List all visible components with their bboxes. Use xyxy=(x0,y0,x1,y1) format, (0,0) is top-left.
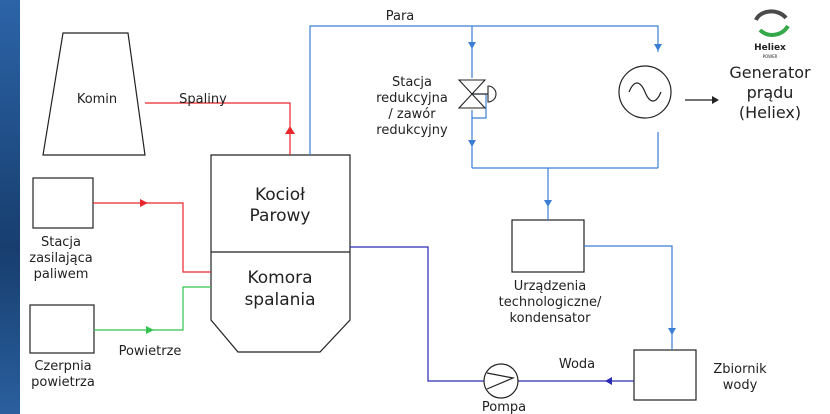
steam-arrow-generator-in xyxy=(654,44,662,51)
label-spaliny: Spaliny xyxy=(179,92,227,107)
process-devices-box xyxy=(511,219,585,273)
flue-gas-line xyxy=(145,102,291,155)
label-komora-2: spalania xyxy=(244,290,315,310)
boiler-shape xyxy=(210,154,351,353)
label-pompa: Pompa xyxy=(482,400,526,414)
label-powietrze: Powietrze xyxy=(119,344,182,359)
label-czerpnia-1: Czerpnia xyxy=(34,359,91,374)
fuel-arrow xyxy=(140,199,148,207)
background-side-strip xyxy=(0,0,20,414)
diagram-panel xyxy=(20,0,830,414)
air-intake-box xyxy=(29,304,95,354)
label-czerpnia-2: powietrza xyxy=(31,375,95,390)
reduction-valve-icon xyxy=(457,79,497,109)
label-stacja-red-1: Stacja xyxy=(392,75,432,90)
condensate-line xyxy=(584,245,673,350)
label-stacja-zas-3: paliwem xyxy=(34,267,89,282)
label-komin: Komin xyxy=(77,92,117,107)
air-arrow xyxy=(146,326,154,334)
condensate-arrow xyxy=(668,328,676,335)
fuel-station-box xyxy=(32,177,94,229)
label-urzadzenia-3: kondensator xyxy=(510,311,592,326)
heliex-logo-name: Heliex xyxy=(754,43,786,53)
label-para: Para xyxy=(386,9,415,24)
label-stacja-red-4: redukcyjny xyxy=(376,123,448,138)
label-urzadzenia-2: technologiczne/ xyxy=(499,295,602,310)
label-generator-1: Generator xyxy=(729,63,811,82)
label-generator-2: prądu xyxy=(747,83,794,102)
label-stacja-zas-1: Stacja xyxy=(41,235,81,250)
label-kociol-2: Parowy xyxy=(250,206,311,226)
water-tank-box xyxy=(633,349,697,401)
label-stacja-red-3: / zawór xyxy=(388,107,436,122)
air-line xyxy=(94,286,211,331)
water-arrow xyxy=(605,377,612,385)
label-generator-3: (Heliex) xyxy=(739,103,801,122)
steam-arrow-valve-in xyxy=(468,42,476,49)
label-woda: Woda xyxy=(559,357,595,372)
pump-icon xyxy=(483,363,519,399)
label-stacja-zas-2: zasilająca xyxy=(29,251,92,266)
label-kociol-1: Kocioł xyxy=(255,185,305,205)
steam-header-line xyxy=(309,25,659,155)
label-komora-1: Komora xyxy=(247,268,312,288)
heliex-logo: Heliex POWER xyxy=(754,9,790,59)
generator-icon xyxy=(618,65,672,119)
label-zbiornik-2: wody xyxy=(723,378,758,393)
heliex-logo-tagline: POWER xyxy=(763,54,778,59)
label-urzadzenia-1: Urządzenia xyxy=(514,279,587,294)
flue-gas-arrow xyxy=(285,126,295,134)
generator-output-arrow xyxy=(712,96,719,104)
chimney-shape xyxy=(42,32,146,156)
fuel-line xyxy=(93,202,211,273)
steam-arrow-valve-out xyxy=(468,140,476,147)
label-zbiornik-1: Zbiornik xyxy=(713,362,767,377)
water-line-pump-boiler xyxy=(350,246,484,382)
label-stacja-red-2: redukcyjna xyxy=(376,91,448,106)
steam-arrow-devices xyxy=(544,200,552,207)
